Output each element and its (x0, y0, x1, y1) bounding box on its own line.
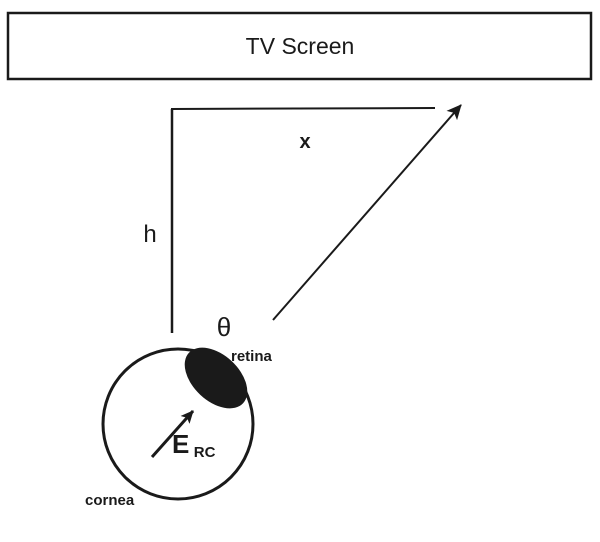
x-distance-label: x (299, 131, 310, 153)
h-height-label: h (143, 221, 156, 248)
erc-label-subscript: RC (194, 444, 216, 461)
tv-screen-label: TV Screen (246, 33, 355, 59)
gaze-arrow (272, 104, 462, 321)
erc-label: E RC (172, 429, 216, 461)
theta-angle-label: θ (217, 312, 231, 342)
tv-screen-box (6, 11, 593, 81)
retina-ellipse (184, 347, 248, 409)
erc-label-main: E (172, 429, 189, 459)
erc-vector-arrow (150, 410, 195, 458)
retina-label: retina (231, 348, 273, 365)
distance-line (170, 107, 436, 110)
cornea-label: cornea (85, 492, 135, 509)
